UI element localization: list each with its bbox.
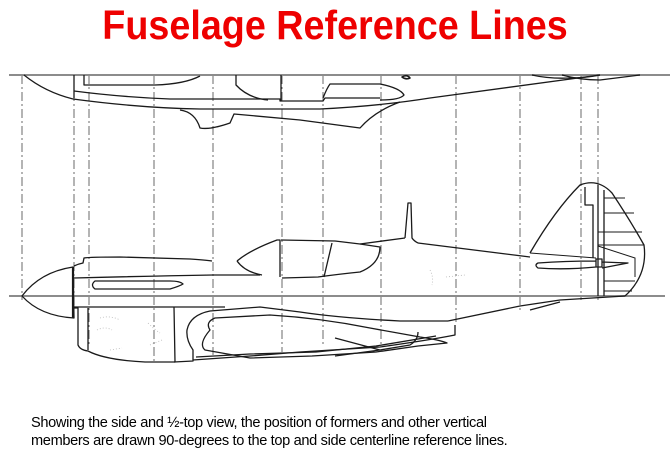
page-title: Fuselage Reference Lines bbox=[102, 2, 568, 48]
marker-glyph bbox=[401, 74, 411, 80]
horizontal-stabilizer bbox=[535, 258, 629, 270]
caption-line-1: Showing the side and ½-top view, the pos… bbox=[31, 415, 487, 431]
caption-line-2: members are drawn 90-degrees to the top … bbox=[31, 433, 508, 449]
antenna-mast bbox=[404, 202, 419, 244]
spinner bbox=[21, 266, 75, 319]
caption: Showing the side and ½-top view, the pos… bbox=[31, 414, 670, 450]
exhaust-stack bbox=[91, 280, 184, 290]
station-lines bbox=[21, 75, 599, 362]
wing-root bbox=[201, 314, 448, 359]
vertical-fin bbox=[529, 182, 646, 297]
canopy bbox=[280, 239, 381, 279]
half-top-view bbox=[23, 74, 641, 130]
side-view bbox=[21, 182, 646, 363]
aircraft-reference-drawing bbox=[9, 74, 670, 363]
chin-radiator bbox=[73, 306, 176, 363]
